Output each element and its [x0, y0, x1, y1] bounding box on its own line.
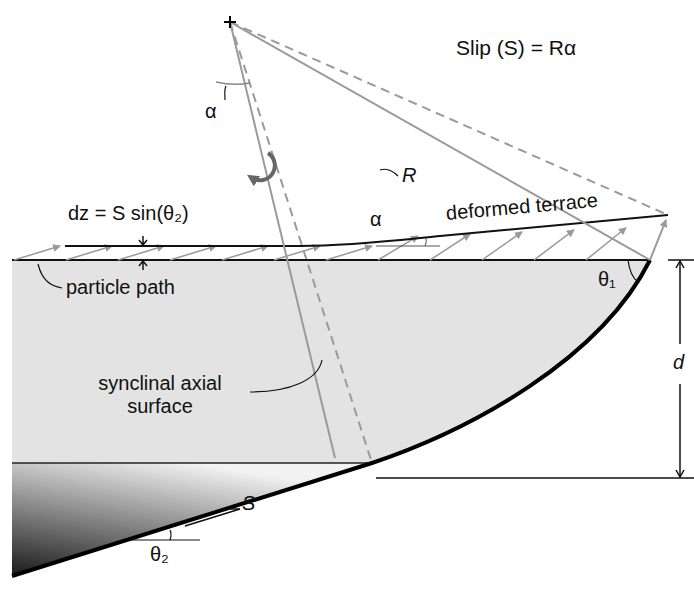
particle-path-arrow — [274, 246, 320, 260]
particle-path-arrow — [326, 246, 372, 260]
particle-path-label: particle path — [66, 276, 175, 299]
angle-label: α — [370, 208, 382, 231]
upper-unit — [12, 260, 650, 463]
terrace-label: deformed terrace — [445, 189, 599, 225]
slip-label: S — [242, 492, 255, 515]
particle-path-arrow — [430, 234, 470, 260]
radius-label: R — [402, 164, 416, 187]
angle-label: θ₂ — [150, 543, 169, 566]
slip-equation: Slip (S) = Rα — [456, 36, 576, 60]
particle-path-arrow — [534, 230, 574, 260]
particle-path-arrow — [66, 246, 112, 260]
particle-path-arrow — [482, 232, 522, 260]
particle-path-arrow — [170, 246, 216, 260]
particle-path-arrow — [14, 246, 60, 260]
angle-label: θ₁ — [598, 268, 616, 291]
dimension-label: d — [673, 351, 684, 374]
fault — [12, 260, 650, 576]
uplift-label: dz = S sin(θ₂) — [68, 202, 189, 225]
particle-path-arrow — [222, 246, 268, 260]
particle-path-arrow — [118, 246, 164, 260]
angle-label: α — [205, 100, 217, 123]
axial-surface-label: synclinal axial surface — [70, 372, 250, 418]
